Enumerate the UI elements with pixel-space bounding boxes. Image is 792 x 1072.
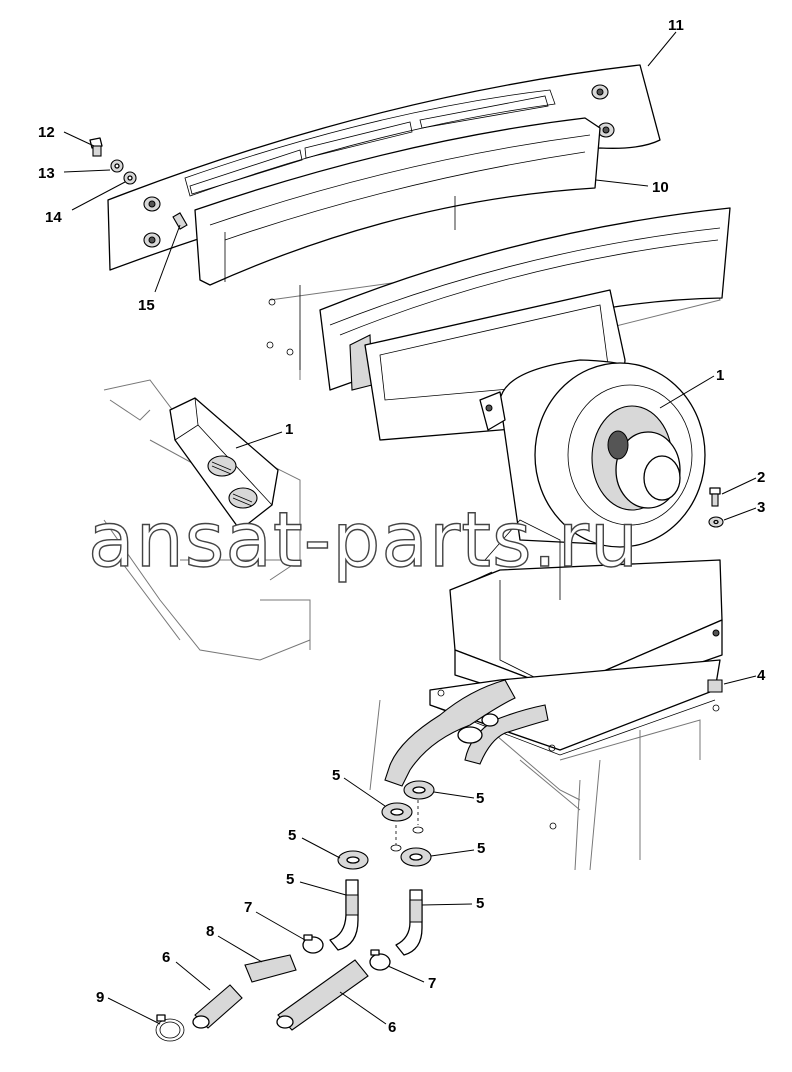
callout-label: 2 — [757, 469, 765, 486]
callout-label: 6 — [388, 1019, 396, 1036]
callout-label: 8 — [206, 923, 214, 940]
washer-icon — [337, 850, 369, 870]
nut-icon — [123, 171, 137, 185]
callout-label: 6 — [162, 949, 170, 966]
callout-label: 7 — [428, 975, 436, 992]
callout-label: 5 — [476, 790, 484, 807]
callout-label: 11 — [668, 17, 684, 34]
hose-clamp-icon — [302, 934, 324, 954]
callout-labels: 11 10 12 13 14 15 1 1 2 3 4 5 5 5 5 5 5 … — [38, 17, 766, 1036]
callout-label: 15 — [138, 297, 155, 314]
hose-sleeve-icon — [276, 959, 369, 1031]
grille-hole-icon — [143, 232, 161, 248]
bolt-icon — [709, 487, 721, 507]
heater-hoses — [384, 679, 549, 787]
callout-label: 5 — [286, 871, 294, 888]
grille-hole-icon — [143, 196, 161, 212]
callout-label: 1 — [716, 367, 724, 384]
washer-icon — [400, 847, 432, 867]
blower-assembly — [429, 359, 723, 756]
duct-filter-element — [194, 117, 601, 286]
inset-detail-view — [103, 379, 311, 661]
bolt-icon — [89, 137, 103, 157]
callout-label: 10 — [652, 179, 669, 196]
callout-label: 1 — [285, 421, 293, 438]
elbow-fitting-icon — [329, 879, 359, 951]
fan-motor-icon — [607, 430, 681, 509]
callout-label: 5 — [477, 840, 485, 857]
grille-hole-icon — [591, 84, 609, 100]
callout-label: 7 — [244, 899, 252, 916]
small-hardware — [89, 137, 724, 712]
callout-label: 5 — [288, 827, 296, 844]
callout-label: 4 — [757, 667, 766, 684]
washer-icon — [110, 159, 124, 173]
elbow-fitting-icon — [395, 889, 423, 956]
hose-sleeve-icon — [244, 954, 297, 983]
callout-label: 12 — [38, 124, 55, 141]
callout-label: 14 — [45, 209, 62, 226]
hose-clip-icon — [155, 1014, 185, 1042]
hose-sleeve-icon — [192, 984, 243, 1029]
callout-label: 9 — [96, 989, 104, 1006]
hose-clamps-and-sleeves — [155, 934, 391, 1042]
callout-label: 13 — [38, 165, 55, 182]
washer-icon — [708, 516, 724, 528]
inset-knob-icon — [228, 487, 258, 509]
callout-label: 5 — [332, 767, 340, 784]
leader-lines — [63, 31, 757, 1025]
washer-icon — [381, 802, 413, 822]
inset-knob-icon — [207, 455, 237, 477]
washer-icon — [403, 780, 435, 800]
nut-icon — [707, 679, 723, 693]
washer-fittings — [329, 780, 435, 956]
callout-label: 5 — [476, 895, 484, 912]
hose-clamp-icon — [369, 949, 391, 971]
stud-icon — [172, 212, 188, 230]
callout-label: 3 — [757, 499, 765, 516]
grille-hole-icon — [597, 122, 615, 138]
watermark-text: ansat-parts.ru — [88, 495, 639, 584]
